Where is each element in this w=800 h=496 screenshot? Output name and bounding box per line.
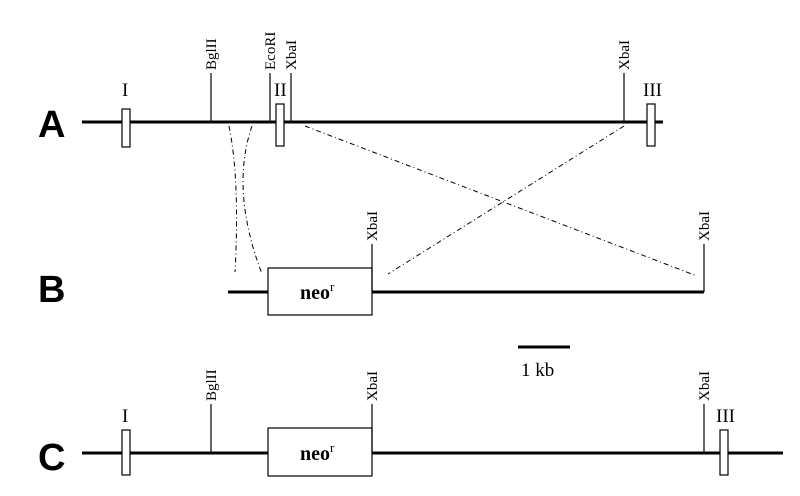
row-c-xbaI-label-2: XbaI bbox=[697, 371, 713, 401]
row-c-neo-cassette bbox=[267, 427, 373, 477]
row-c-neo-superscript: r bbox=[330, 440, 335, 455]
crossover-right-2 bbox=[387, 125, 625, 275]
row-a-exon-3 bbox=[646, 103, 656, 147]
row-a-exon-1 bbox=[121, 108, 131, 148]
scale-bar: 1 kb bbox=[518, 345, 570, 381]
row-b-label: B bbox=[38, 269, 65, 311]
row-c-label: C bbox=[38, 437, 65, 479]
row-c-neo-label: neor bbox=[300, 440, 335, 465]
row-c-exon-3-label: III bbox=[716, 406, 735, 427]
recombination-crossover-lines bbox=[228, 125, 698, 277]
row-b-xbaI-label-2: XbaI bbox=[697, 211, 713, 241]
crossover-left-1 bbox=[228, 125, 238, 273]
scale-bar-label: 1 kb bbox=[521, 360, 554, 381]
row-a-xbaI-label-2: XbaI bbox=[617, 40, 633, 70]
row-a-exon-2-label: II bbox=[274, 80, 287, 101]
row-b-targeting-vector: B neor XbaI XbaI bbox=[38, 211, 713, 316]
row-b-neo-superscript: r bbox=[330, 279, 335, 294]
row-b-neo-label: neor bbox=[300, 279, 335, 304]
row-a-exon-2 bbox=[275, 103, 285, 147]
row-c-exon-3 bbox=[719, 429, 729, 476]
row-a-wild-type-locus: A I BglII EcoRI XbaI II XbaI III bbox=[38, 32, 663, 148]
row-a-ecoRI-label: EcoRI bbox=[263, 32, 279, 70]
row-a-bglII-label: BglII bbox=[204, 38, 220, 70]
row-c-exon-1-label: I bbox=[122, 406, 128, 427]
row-b-neo-name: neo bbox=[300, 282, 330, 304]
row-a-exon-1-label: I bbox=[122, 80, 128, 101]
row-c-targeted-locus: C I BglII neor XbaI XbaI III bbox=[38, 369, 783, 479]
row-c-bglII-label: BglII bbox=[204, 369, 220, 401]
row-b-xbaI-label-1: XbaI bbox=[365, 211, 381, 241]
row-b-neo-cassette bbox=[267, 267, 373, 316]
row-a-label: A bbox=[38, 104, 65, 146]
row-c-neo-name: neo bbox=[300, 443, 330, 465]
row-c-xbaI-label-1: XbaI bbox=[365, 371, 381, 401]
crossover-left-2 bbox=[242, 125, 263, 275]
crossover-right-1 bbox=[304, 125, 698, 277]
row-c-exon-1 bbox=[121, 429, 131, 476]
row-a-exon-3-label: III bbox=[643, 80, 662, 101]
row-a-xbaI-label-1: XbaI bbox=[284, 40, 300, 70]
